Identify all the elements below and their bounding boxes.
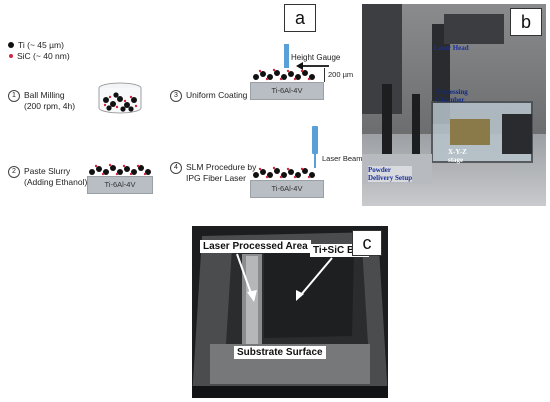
panel-c-photo: Laser Processed Area Ti+SiC Bed Substrat… xyxy=(192,226,388,398)
processing-chamber-label: Processing Chamber xyxy=(436,88,468,104)
arrow-left-icon xyxy=(296,62,329,70)
height-gauge-bar xyxy=(284,44,289,68)
step-text: SLM Procedure by IPG Fiber Laser xyxy=(186,162,257,183)
substrate-surface-label: Substrate Surface xyxy=(234,346,326,359)
step-number: 3 xyxy=(170,90,182,102)
ball-mill-jar-icon xyxy=(98,82,142,114)
legend-ti: Ti (~ 45 µm) xyxy=(8,40,64,50)
slm-powder-layer xyxy=(253,166,315,179)
thickness-label: 200 µm xyxy=(328,70,354,79)
panel-b-label: b xyxy=(510,8,542,36)
substrate-block: Ti-6Al-4V xyxy=(87,176,153,194)
step-uniform-coating: 3 Uniform Coating xyxy=(170,90,247,102)
step-paste-slurry: 2 Paste Slurry (Adding Ethanol) xyxy=(8,166,87,188)
panel-b-photo: b Laser Head Processing Chamber X-Y-Z st… xyxy=(362,4,546,206)
xyz-stage-label: X-Y-Z stage xyxy=(448,148,467,164)
laser-processed-area-label: Laser Processed Area xyxy=(200,240,311,253)
legend-ti-text: Ti (~ 45 µm) xyxy=(18,40,64,50)
height-gauge-label: Height Gauge xyxy=(291,53,341,62)
slurry-powder-layer xyxy=(89,163,151,176)
step-slm-procedure: 4 SLM Procedure by IPG Fiber Laser xyxy=(170,162,256,184)
ti-particle-icon xyxy=(8,42,14,48)
legend-sic: SiC (~ 40 nm) xyxy=(9,51,70,61)
laser-beam-line xyxy=(314,154,316,168)
step-text: Paste Slurry (Adding Ethanol) xyxy=(24,166,88,187)
thickness-bracket xyxy=(324,68,326,82)
step-number: 4 xyxy=(170,162,182,174)
panel-a-label: a xyxy=(284,4,316,32)
step-ball-milling: 1 Ball Milling (200 rpm, 4h) xyxy=(8,90,75,112)
laser-beam-label: Laser Beam xyxy=(322,154,363,163)
laser-head-label: Laser Head xyxy=(434,44,469,52)
legend-sic-text: SiC (~ 40 nm) xyxy=(17,51,70,61)
step-text: Uniform Coating xyxy=(186,90,248,100)
coating-powder-layer xyxy=(253,68,315,81)
powder-delivery-label: Powder Delivery Setup xyxy=(368,166,413,182)
step-number: 2 xyxy=(8,166,20,178)
substrate-block: Ti-6Al-4V xyxy=(250,82,324,100)
panel-c-label: c xyxy=(352,230,382,256)
laser-head-bar xyxy=(312,126,318,154)
step-text: Ball Milling (200 rpm, 4h) xyxy=(24,90,76,111)
step-number: 1 xyxy=(8,90,20,102)
substrate-block: Ti-6Al-4V xyxy=(250,180,324,198)
annotation-arrows xyxy=(236,253,333,302)
sic-particle-icon xyxy=(9,54,13,58)
lab-setup-photo xyxy=(362,4,546,206)
